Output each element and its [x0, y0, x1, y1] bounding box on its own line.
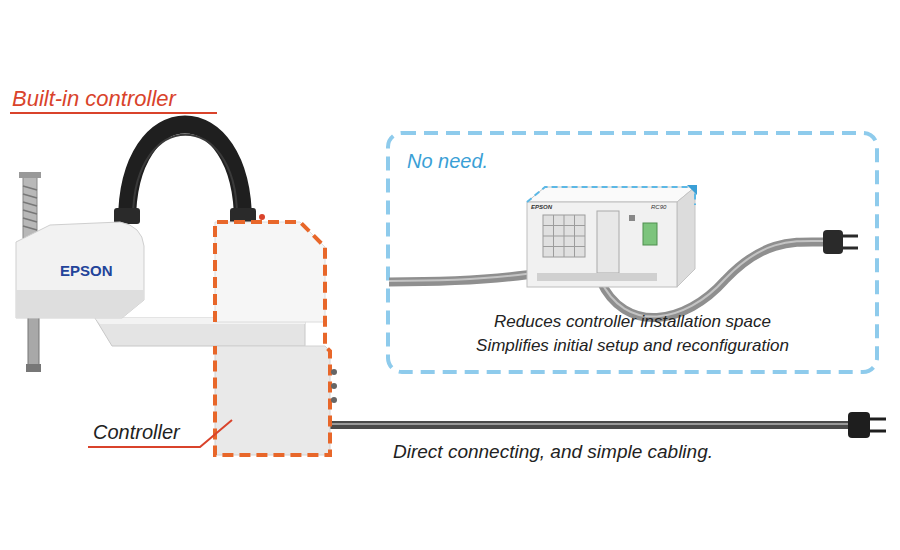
unit-front — [527, 202, 677, 287]
benefit-text: Reduces controller installation space — [385, 312, 880, 332]
io-terminal — [643, 223, 657, 245]
screw-cap — [19, 172, 41, 178]
status-lamp — [259, 214, 265, 220]
corner-mark — [685, 185, 697, 195]
head-shade — [16, 290, 144, 318]
benefit-text: Simplifies initial setup and reconfigura… — [385, 336, 880, 356]
cable-shine — [389, 271, 545, 281]
unit-side — [677, 187, 695, 287]
controller-outline — [215, 222, 330, 455]
cable-duct-shine — [133, 135, 237, 215]
title-underline — [10, 112, 217, 114]
ball-screw — [23, 176, 37, 238]
fan-grille — [543, 215, 585, 257]
brand-mark: EPSON — [531, 204, 552, 210]
highlight-edge — [527, 187, 695, 205]
power-cable-shine — [330, 423, 852, 425]
screw-thread — [23, 186, 37, 230]
base-upper — [215, 222, 325, 322]
no-need-panel: No need. Reduces controller installation … — [385, 130, 880, 375]
external-controller: EPSON RC90 — [525, 185, 697, 290]
robot-head — [16, 222, 144, 318]
controller-plug — [823, 230, 843, 254]
cabling-note: Direct connecting, and simple cabling. — [393, 441, 713, 463]
unit-top — [527, 187, 695, 202]
slot-panel — [597, 211, 619, 273]
robot-brand: EPSON — [60, 262, 113, 279]
controller-unit-drawing — [525, 185, 697, 290]
port — [331, 383, 337, 389]
shaft-end — [26, 364, 41, 372]
grille-lines — [543, 215, 585, 257]
plug-prong — [843, 247, 858, 250]
plug-prong — [870, 430, 886, 433]
plug-prong — [870, 418, 886, 421]
port — [331, 397, 337, 403]
power-cable — [330, 421, 852, 429]
controller-cable — [389, 272, 545, 282]
leader-line — [88, 420, 232, 447]
model-name: RC90 — [651, 204, 666, 210]
power-plug — [848, 412, 870, 438]
no-need-note: No need. — [407, 150, 488, 173]
port — [331, 369, 337, 375]
diagram-title: Built-in controller — [12, 86, 176, 112]
controller-callout: Controller — [93, 421, 180, 444]
connector-row — [537, 273, 657, 281]
switch — [629, 215, 635, 221]
base-lower — [215, 346, 330, 455]
cable-duct — [127, 125, 243, 223]
plug-prong — [843, 235, 858, 238]
